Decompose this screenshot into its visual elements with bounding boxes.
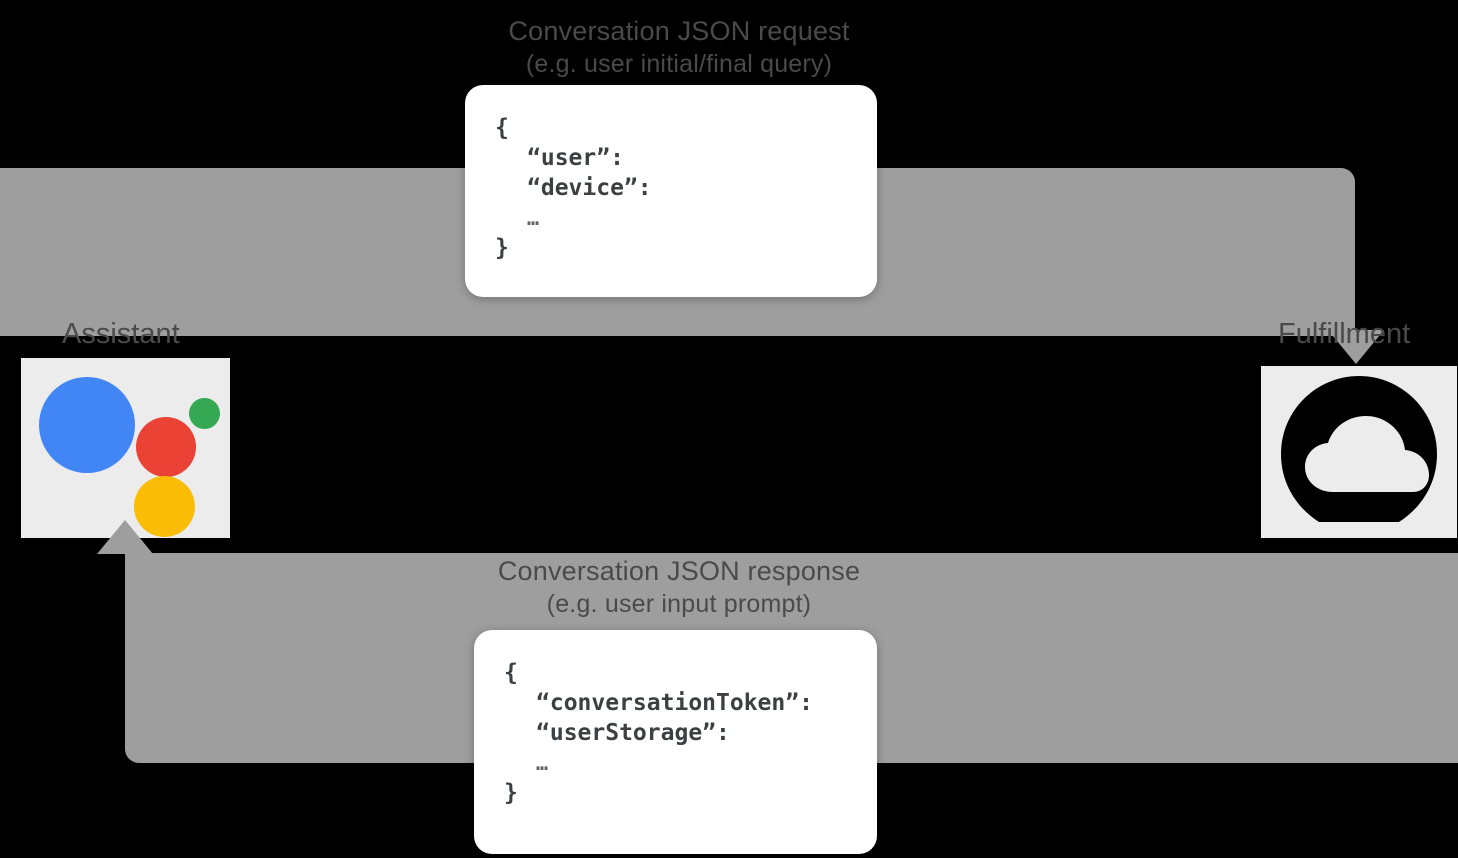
request-arrow-head-icon xyxy=(1328,330,1384,364)
request-json-close-brace: } xyxy=(495,235,509,261)
request-json-open-brace: { xyxy=(495,115,509,141)
assistant-logo-blue-dot-icon xyxy=(39,377,135,473)
response-flow-label: Conversation JSON response (e.g. user in… xyxy=(329,554,1029,620)
assistant-icon-tile xyxy=(21,358,230,538)
response-json-card: { “conversationToken”: “userStorage”: … … xyxy=(474,630,877,854)
cloud-icon xyxy=(1273,372,1445,532)
assistant-logo-green-dot-icon xyxy=(189,398,220,429)
request-label-secondary: (e.g. user initial/final query) xyxy=(525,50,833,78)
fulfillment-endpoint-label: Fulfillment xyxy=(1278,318,1411,350)
assistant-endpoint-label: Assistant xyxy=(62,318,180,350)
response-json-key-conversation-token: “conversationToken”: xyxy=(536,690,813,716)
response-label-primary: Conversation JSON response xyxy=(497,556,861,586)
response-label-secondary: (e.g. user input prompt) xyxy=(546,590,812,618)
request-json-key-user: “user”: xyxy=(527,145,624,171)
request-label-primary: Conversation JSON request xyxy=(508,16,850,46)
request-json-ellipsis: … xyxy=(527,206,540,230)
response-json-close-brace: } xyxy=(504,780,518,806)
request-json-key-device: “device”: xyxy=(527,175,652,201)
response-json-ellipsis: … xyxy=(536,751,549,775)
fulfillment-icon-tile xyxy=(1261,366,1457,538)
response-arrow-head-icon xyxy=(97,520,153,554)
request-flow-label: Conversation JSON request (e.g. user ini… xyxy=(329,14,1029,80)
response-json-open-brace: { xyxy=(504,660,518,686)
assistant-logo-red-dot-icon xyxy=(136,417,196,477)
request-json-card: { “user”: “device”: … } xyxy=(465,85,877,297)
response-json-key-user-storage: “userStorage”: xyxy=(536,720,730,746)
